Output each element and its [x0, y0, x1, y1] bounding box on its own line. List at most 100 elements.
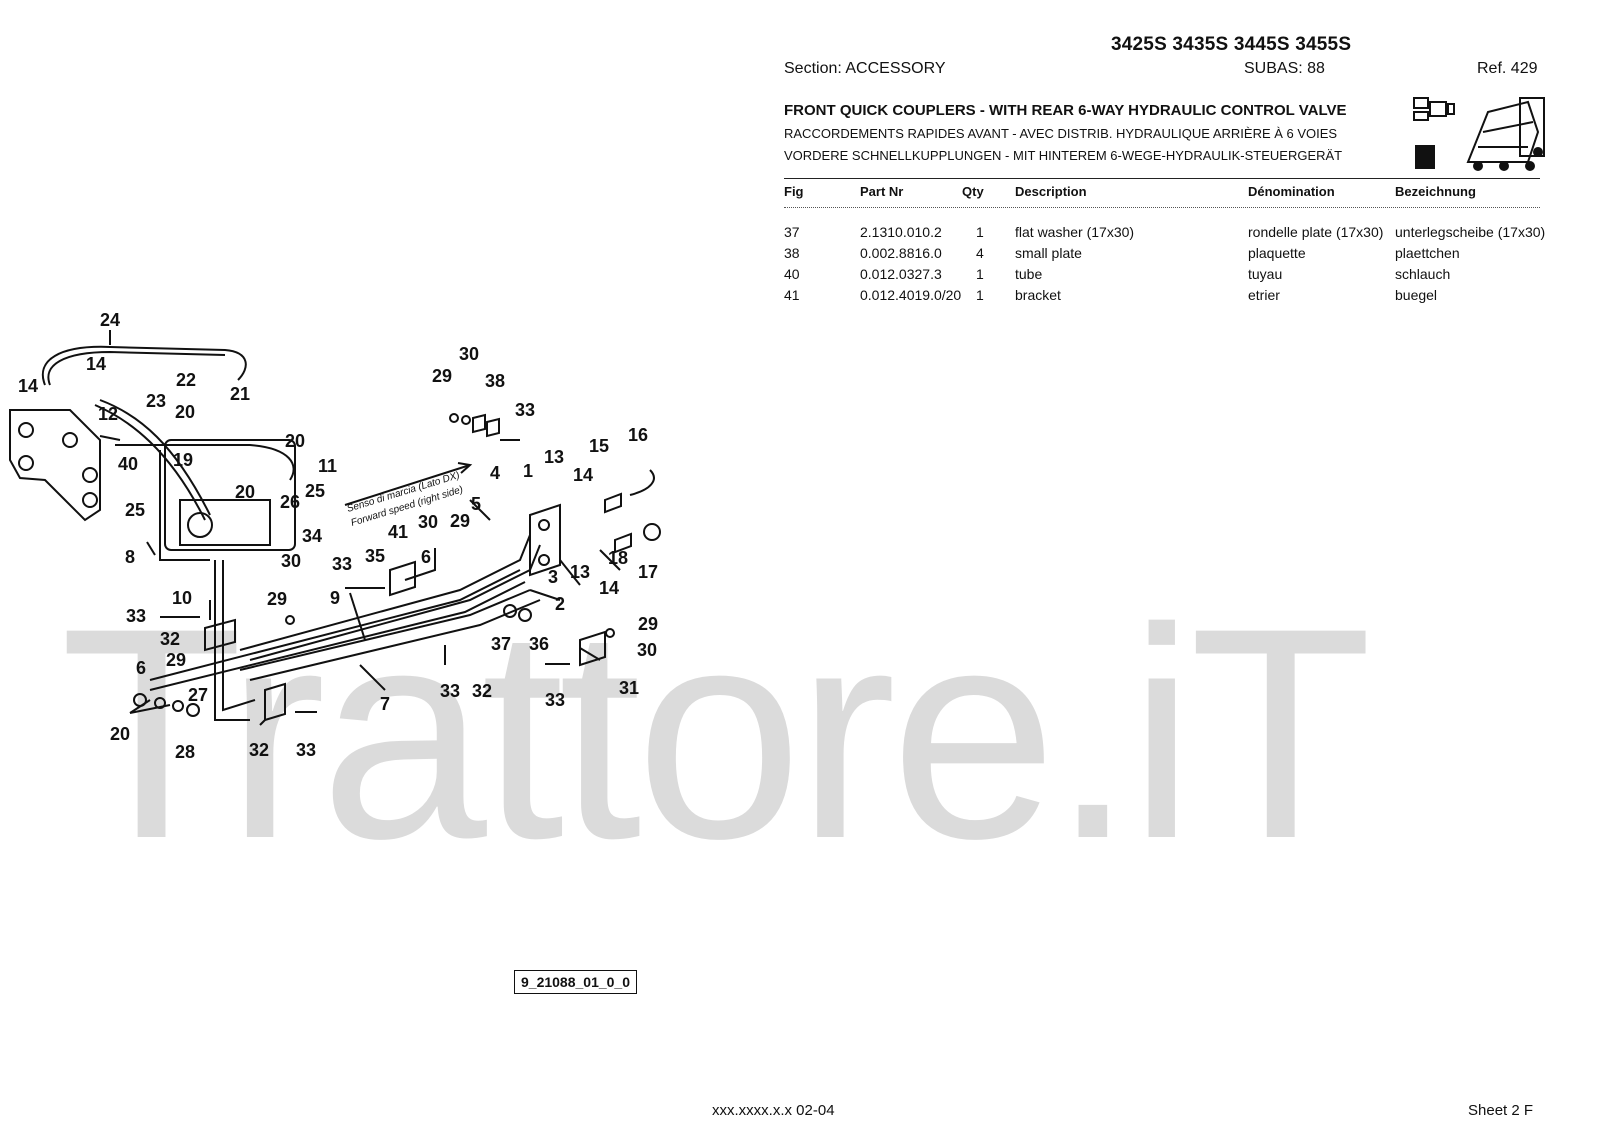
svg-text:12: 12 [98, 404, 118, 424]
footer-code: xxx.xxxx.x.x 02-04 [712, 1102, 835, 1119]
svg-text:41: 41 [388, 522, 408, 542]
svg-text:2: 2 [555, 594, 565, 614]
svg-text:33: 33 [126, 606, 146, 626]
svg-text:26: 26 [280, 492, 300, 512]
col-part-nr: Part Nr [860, 184, 904, 199]
cell-qty: 4 [976, 245, 984, 261]
cell-fig: 40 [784, 266, 800, 282]
cell-denomination: etrier [1248, 287, 1280, 303]
svg-text:32: 32 [472, 681, 492, 701]
svg-text:29: 29 [166, 650, 186, 670]
table-top-rule [784, 178, 1540, 179]
svg-text:22: 22 [176, 370, 196, 390]
col-bezeichnung: Bezeichnung [1395, 184, 1476, 199]
sheet-label: Sheet 2 F [1468, 1102, 1534, 1119]
cell-qty: 1 [976, 224, 984, 240]
title-german: VORDERE SCHNELLKUPPLUNGEN - MIT HINTEREM… [784, 148, 1343, 163]
cell-description: bracket [1015, 287, 1061, 303]
svg-text:25: 25 [125, 500, 145, 520]
subassembly-label: SUBAS: 88 [1244, 60, 1325, 77]
svg-text:30: 30 [418, 512, 438, 532]
svg-text:20: 20 [285, 431, 305, 451]
svg-text:32: 32 [160, 629, 180, 649]
svg-text:21: 21 [230, 384, 250, 404]
svg-text:30: 30 [281, 551, 301, 571]
svg-text:9: 9 [330, 588, 340, 608]
svg-text:3: 3 [548, 567, 558, 587]
cell-part-nr: 0.012.0327.3 [860, 266, 942, 282]
title-english: FRONT QUICK COUPLERS - WITH REAR 6-WAY H… [784, 102, 1347, 119]
col-description: Description [1015, 184, 1087, 199]
table-header-rule [784, 207, 1540, 208]
col-qty: Qty [962, 184, 984, 199]
cell-bezeichnung: plaettchen [1395, 245, 1460, 261]
svg-text:30: 30 [459, 344, 479, 364]
cell-bezeichnung: buegel [1395, 287, 1438, 303]
svg-text:24: 24 [100, 310, 120, 330]
col-denomination: Dénomination [1248, 184, 1335, 199]
svg-text:28: 28 [175, 742, 195, 762]
svg-text:13: 13 [544, 447, 564, 467]
title-french: RACCORDEMENTS RAPIDES AVANT - AVEC DISTR… [784, 126, 1338, 141]
svg-text:38: 38 [485, 371, 505, 391]
svg-text:29: 29 [450, 511, 470, 531]
watermark: Trattore.iT [60, 565, 1372, 901]
svg-text:29: 29 [638, 614, 658, 634]
cell-description: flat washer (17x30) [1015, 224, 1135, 240]
svg-text:16: 16 [628, 425, 648, 445]
svg-text:13: 13 [570, 562, 590, 582]
cell-bezeichnung: unterlegscheibe (17x30) [1395, 224, 1546, 240]
cell-fig: 37 [784, 224, 800, 240]
tractor-thumbnail-icon [1413, 97, 1545, 171]
svg-text:18: 18 [608, 548, 628, 568]
svg-text:8: 8 [125, 547, 135, 567]
cell-qty: 1 [976, 287, 984, 303]
svg-text:20: 20 [110, 724, 130, 744]
cell-bezeichnung: schlauch [1395, 266, 1451, 282]
svg-text:7: 7 [380, 694, 390, 714]
svg-text:40: 40 [118, 454, 138, 474]
svg-text:33: 33 [515, 400, 535, 420]
svg-text:14: 14 [573, 465, 593, 485]
svg-text:14: 14 [18, 376, 38, 396]
svg-text:33: 33 [545, 690, 565, 710]
svg-text:20: 20 [175, 402, 195, 422]
cell-description: tube [1015, 266, 1043, 282]
model-list: 3425S 3435S 3445S 3455S [1111, 34, 1352, 55]
cell-qty: 1 [976, 266, 984, 282]
svg-text:29: 29 [267, 589, 287, 609]
cell-part-nr: 2.1310.010.2 [860, 224, 942, 240]
svg-text:29: 29 [432, 366, 452, 386]
svg-text:32: 32 [249, 740, 269, 760]
drawing-code: 9_21088_01_0_0 [514, 970, 638, 994]
svg-text:1: 1 [523, 461, 533, 481]
cell-part-nr: 0.012.4019.0/20 [860, 287, 962, 303]
cell-fig: 41 [784, 287, 800, 303]
cell-denomination: tuyau [1248, 266, 1283, 282]
svg-text:33: 33 [440, 681, 460, 701]
svg-text:10: 10 [172, 588, 192, 608]
col-fig: Fig [784, 184, 804, 199]
cell-description: small plate [1015, 245, 1082, 261]
svg-text:4: 4 [490, 463, 500, 483]
svg-text:11: 11 [318, 456, 337, 476]
svg-text:6: 6 [421, 547, 431, 567]
svg-text:35: 35 [365, 546, 385, 566]
svg-text:19: 19 [173, 450, 193, 470]
svg-text:33: 33 [332, 554, 352, 574]
svg-text:34: 34 [302, 526, 322, 546]
reference-label: Ref. 429 [1477, 60, 1538, 77]
svg-text:25: 25 [305, 481, 325, 501]
svg-text:30: 30 [637, 640, 657, 660]
svg-text:37: 37 [491, 634, 511, 654]
svg-text:5: 5 [471, 494, 481, 514]
cell-part-nr: 0.002.8816.0 [860, 245, 942, 261]
cell-denomination: rondelle plate (17x30) [1248, 224, 1384, 240]
svg-text:17: 17 [638, 562, 658, 582]
section-label: Section: ACCESSORY [784, 60, 946, 77]
svg-text:23: 23 [146, 391, 166, 411]
svg-text:14: 14 [86, 354, 106, 374]
svg-text:6: 6 [136, 658, 146, 678]
cell-fig: 38 [784, 245, 800, 261]
svg-text:31: 31 [619, 678, 639, 698]
